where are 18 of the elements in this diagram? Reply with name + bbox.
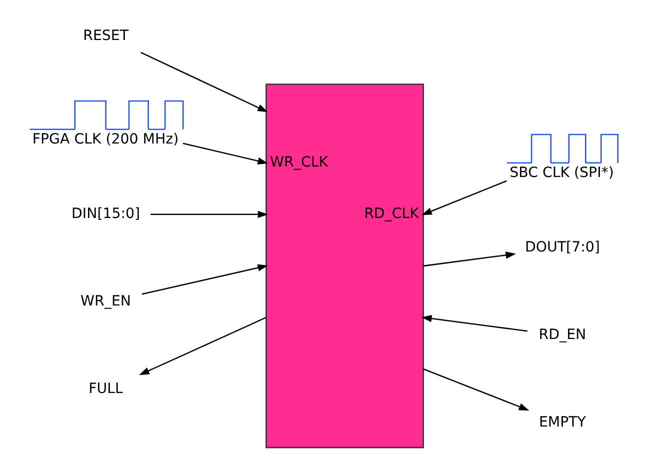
node-text: RD_EN — [538, 327, 586, 344]
node-text: FPGA CLK (200 MHz) — [32, 131, 178, 148]
arrow — [182, 142, 268, 164]
arrow — [422, 368, 529, 411]
node-text: RESET — [82, 28, 128, 44]
node-text: SBC CLK (SPI*) — [509, 164, 614, 181]
arrow — [138, 316, 266, 376]
arrow — [140, 52, 268, 112]
arrow — [422, 252, 516, 267]
arrow — [421, 180, 506, 216]
node-text: DIN[15:0] — [71, 206, 140, 222]
arrow — [420, 314, 528, 332]
arrow — [141, 264, 268, 295]
node-text: EMPTY — [538, 414, 586, 431]
node-text: DOUT[7:0] — [524, 239, 600, 256]
node-text: WR_EN — [80, 294, 131, 310]
node-text: FULL — [88, 381, 122, 398]
arrow — [150, 210, 268, 218]
